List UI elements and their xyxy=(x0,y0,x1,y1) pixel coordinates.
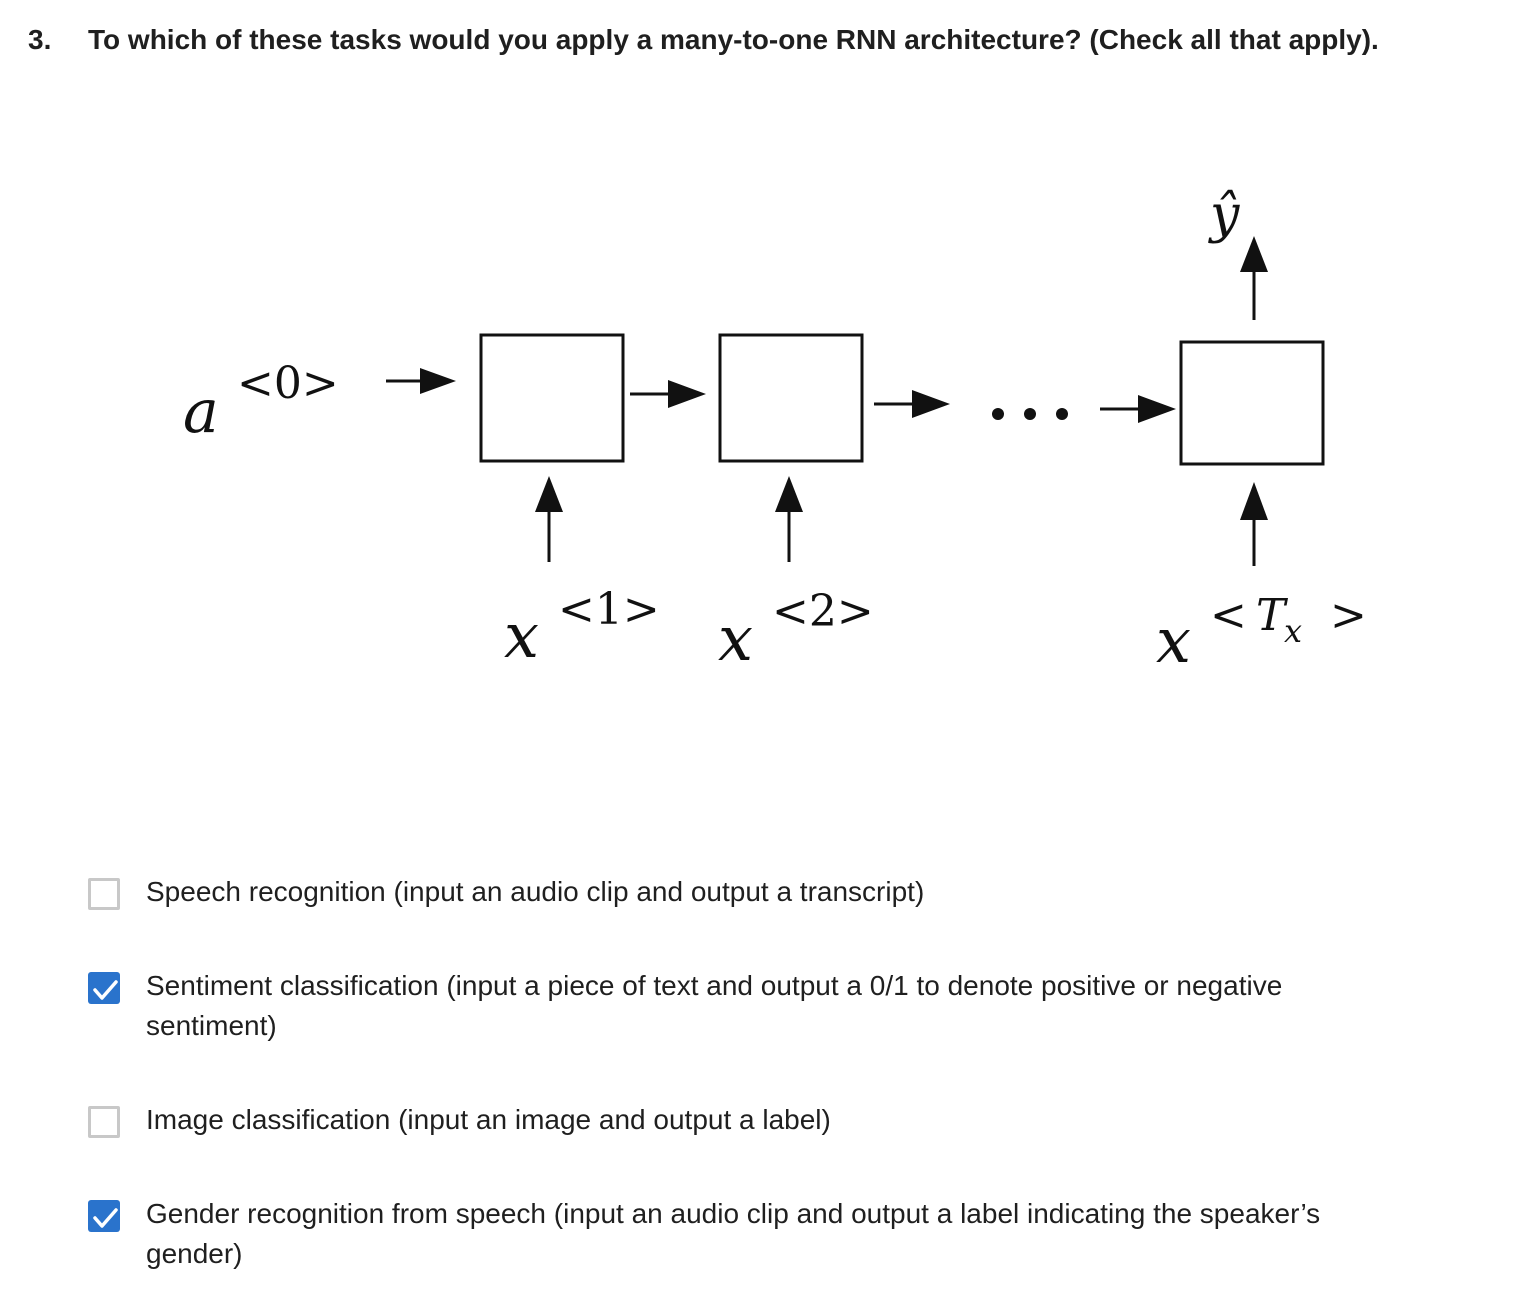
question-number: 3. xyxy=(28,24,52,55)
checkmark-icon xyxy=(93,1208,118,1228)
checkbox-speech-recognition[interactable] xyxy=(88,878,120,910)
input-label-last: x < T x > xyxy=(1156,590,1367,677)
input-label-last-sup-open: < xyxy=(1210,590,1247,641)
checkbox-gender-recognition[interactable] xyxy=(88,1200,120,1232)
option-image-classification[interactable]: Image classification (input an image and… xyxy=(88,1104,1418,1140)
arrow-output xyxy=(1240,236,1268,320)
checkbox-sentiment-classification[interactable] xyxy=(88,972,120,1004)
option-label-gender-recognition: Gender recognition from speech (input an… xyxy=(146,1198,1321,1269)
input-label-1: x <1> xyxy=(504,584,660,672)
rnn-cell-1 xyxy=(479,333,625,463)
initial-activation-base: a xyxy=(183,377,219,447)
checkbox-image-classification[interactable] xyxy=(88,1106,120,1138)
question-text: To which of these tasks would you apply … xyxy=(88,24,1379,55)
arrow-input-1 xyxy=(535,476,563,562)
arrow-a0-to-cell1 xyxy=(386,368,456,394)
rnn-cell-last xyxy=(1179,340,1325,466)
input-label-last-sup-close: > xyxy=(1330,590,1367,641)
option-speech-recognition[interactable]: Speech recognition (input an audio clip … xyxy=(88,876,1418,912)
arrow-ellipsis-to-last-cell xyxy=(1100,395,1176,423)
input-label-1-sup: <1> xyxy=(558,584,660,635)
input-label-last-base: x xyxy=(1156,604,1191,677)
input-label-last-sup-var: T xyxy=(1256,590,1289,641)
output-label: ŷ xyxy=(1208,185,1240,245)
option-label-speech-recognition: Speech recognition (input an audio clip … xyxy=(146,876,925,907)
input-label-2: x <2> xyxy=(718,586,874,675)
arrow-input-2 xyxy=(775,476,803,562)
arrow-cell1-to-cell2 xyxy=(630,380,706,408)
input-label-2-base: x xyxy=(718,602,753,675)
rnn-cell-2 xyxy=(718,333,864,463)
option-sentiment-classification[interactable]: Sentiment classification (input a piece … xyxy=(88,970,1418,1046)
arrow-input-last xyxy=(1240,482,1268,566)
initial-activation-sup: <0> xyxy=(237,358,339,409)
input-label-2-sup: <2> xyxy=(772,586,874,637)
option-gender-recognition[interactable]: Gender recognition from speech (input an… xyxy=(88,1198,1418,1274)
option-label-image-classification: Image classification (input an image and… xyxy=(146,1104,831,1135)
arrow-cell2-to-ellipsis xyxy=(874,390,950,418)
ellipsis xyxy=(992,408,1068,420)
option-label-sentiment-classification: Sentiment classification (input a piece … xyxy=(146,970,1283,1041)
initial-activation-label: a <0> xyxy=(183,358,339,447)
input-label-1-base: x xyxy=(504,599,539,672)
rnn-diagram: a <0> ŷ xyxy=(183,185,1367,677)
checkmark-icon xyxy=(93,980,118,1000)
input-label-last-sup-sub: x xyxy=(1284,612,1302,650)
